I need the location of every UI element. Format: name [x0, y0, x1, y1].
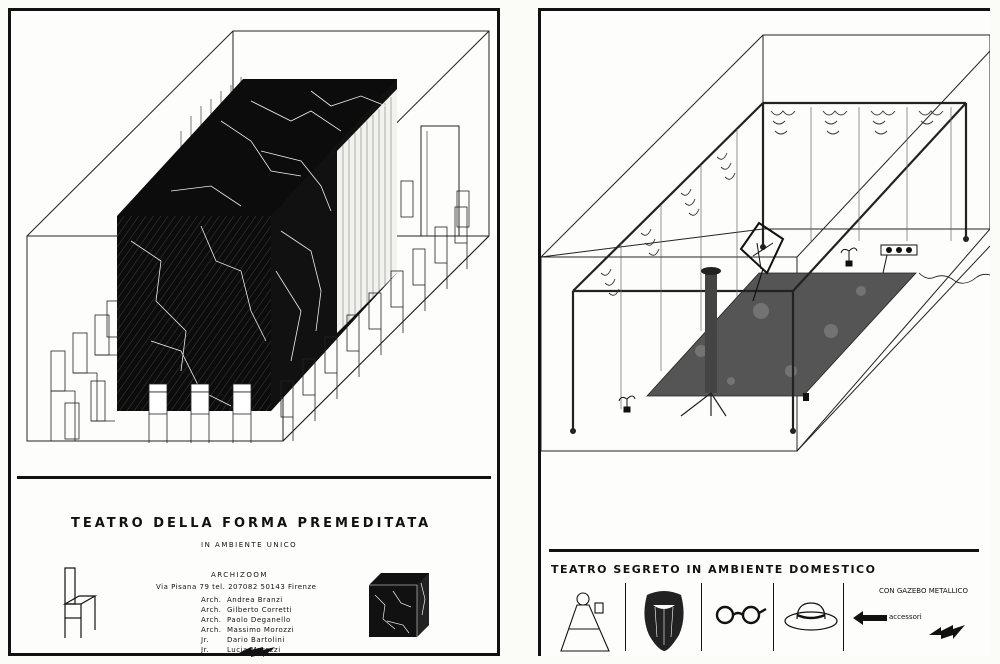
bell-costume-icon — [560, 592, 610, 652]
lightning-logo-icon — [929, 625, 965, 639]
subtitle: IN AMBIENTE UNICO — [201, 541, 298, 549]
page-title: TEATRO SEGRETO IN AMBIENTE DOMESTICO — [551, 563, 877, 576]
accessories-label: accessori — [889, 613, 922, 621]
divider-rule — [549, 549, 979, 552]
lightning-logo-icon — [239, 647, 275, 657]
credits-list: Arch.Andrea Branzi Arch.Gilberto Corrett… — [201, 595, 294, 655]
marble-cube-icon — [369, 573, 429, 637]
icon-divider — [701, 583, 702, 651]
address: Via Pisana 79 tel. 207082 50143 Firenze — [156, 583, 317, 591]
credit-row: Arch.Andrea Branzi — [201, 596, 283, 604]
arrow-left-icon — [853, 611, 887, 625]
credit-row: Jr.Dario Bartolini — [201, 636, 285, 644]
credit-row: Arch.Massimo Morozzi — [201, 626, 295, 634]
studio-name: ARCHIZOOM — [211, 571, 268, 579]
icon-divider — [625, 583, 626, 651]
beard-icon — [644, 591, 684, 651]
gazebo-label: CON GAZEBO METALLICO — [879, 587, 968, 595]
credit-row: Arch.Gilberto Corretti — [201, 606, 293, 614]
isometric-gazebo-drawing — [541, 34, 990, 452]
chair-icon — [62, 567, 98, 638]
icon-divider — [773, 583, 774, 651]
hat-icon — [784, 602, 838, 631]
right-poster: TEATRO SEGRETO IN AMBIENTE DOMESTICO CON… — [538, 8, 990, 656]
left-poster: TEATRO DELLA FORMA PREMEDITATA IN AMBIEN… — [8, 8, 500, 657]
isometric-room-drawing — [26, 30, 490, 443]
divider-rule — [17, 476, 491, 479]
round-glasses-icon — [715, 605, 767, 625]
page-title: TEATRO DELLA FORMA PREMEDITATA — [71, 516, 432, 531]
icon-divider — [843, 583, 844, 651]
credit-row: Arch.Paolo Deganello — [201, 616, 291, 624]
